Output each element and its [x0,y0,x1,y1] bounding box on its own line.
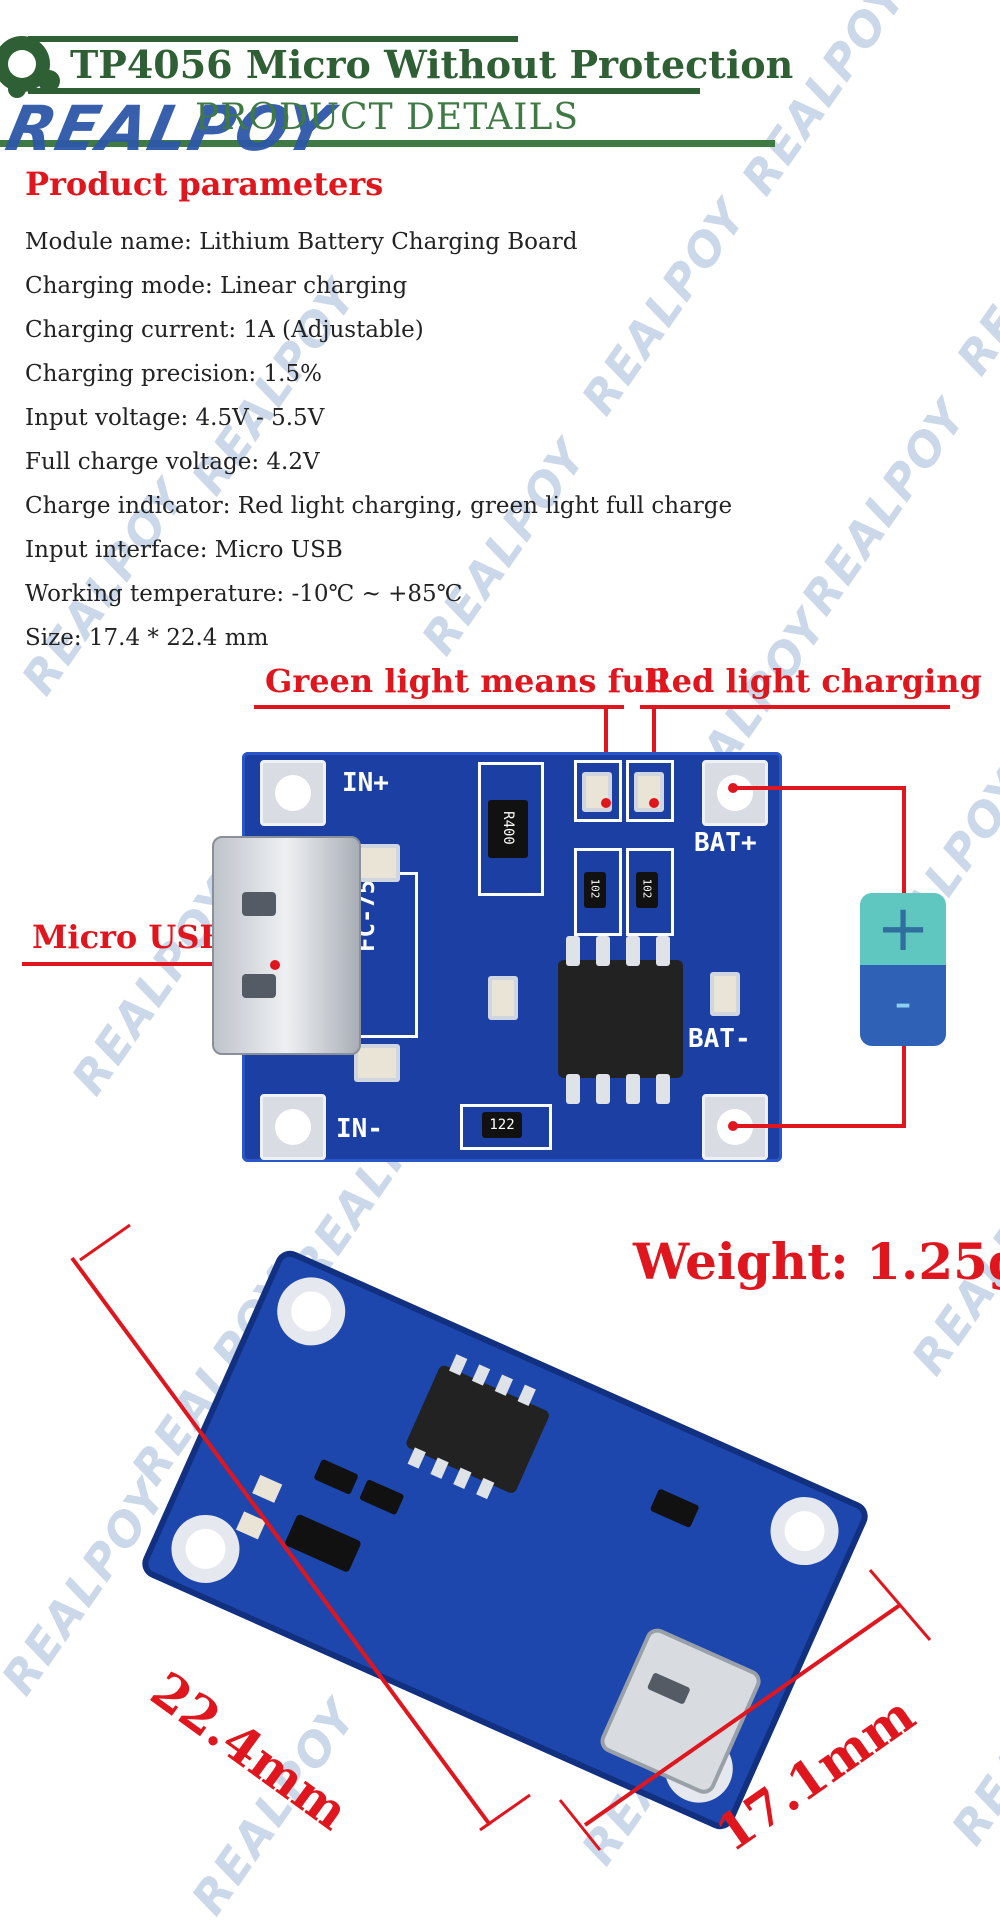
parameter-item: Charging current: 1A (Adjustable) [25,317,424,343]
capacitor [488,976,518,1020]
led-red-outline [626,760,674,822]
callout-green-light: Green light means full [265,662,669,700]
resistor-102-outline [574,848,622,936]
parameter-item: Charge indicator: Red light charging, gr… [25,493,733,519]
bat-minus-wire [902,1044,906,1128]
micro-usb-connector-angled [600,1628,761,1794]
header-rule-bottom [0,140,775,147]
micro-usb-connector [212,836,361,1055]
resistor-footprint-outline [478,762,544,896]
parameter-item: Charging mode: Linear charging [25,273,408,299]
watermark: REALPOY [790,389,978,625]
led-marker-dot [649,798,659,808]
bat-plus-wire [902,786,906,896]
label-bat-plus: BAT+ [694,828,757,858]
parameter-item: Full charge voltage: 4.2V [25,449,320,475]
parameter-item: Module name: Lithium Battery Charging Bo… [25,229,578,255]
chip-pin [566,936,580,966]
capacitor [710,972,740,1016]
parameter-list: Module name: Lithium Battery Charging Bo… [25,220,732,660]
label-bat-minus: BAT- [688,1024,751,1054]
usb-marker-dot [270,960,280,970]
callout-underline [254,705,624,709]
chip-pin [596,1074,610,1104]
resistor-102: 102 [636,872,658,908]
weight-label: Weight: 1.25g [633,1232,1000,1291]
callout-underline [22,962,275,966]
led-marker-dot [601,798,611,808]
label-in-plus: IN+ [342,768,389,798]
dimension-line-width [583,1603,902,1827]
resistor-angled [285,1514,361,1572]
pad-in-minus [260,1094,326,1160]
tp4056-chip [558,960,683,1078]
battery-icon: + - [860,893,946,1046]
section-title: Product parameters [25,165,384,203]
chip-pin [596,936,610,966]
smd-pad [354,1044,400,1082]
bat-plus-wire [733,786,906,790]
watermark: REALPOY [945,149,1000,385]
usb-slot [242,892,276,916]
chip-pin [626,936,640,966]
page-subtitle: PRODUCT DETAILS [195,97,580,138]
bat-minus-wire [733,1124,906,1128]
chip-pin [656,936,670,966]
dimension-line-length [70,1256,492,1827]
parameter-item: Input interface: Micro USB [25,537,343,563]
parameter-item: Input voltage: 4.5V - 5.5V [25,405,325,431]
chip-pin [656,1074,670,1104]
resistor-r400: R400 [488,800,528,858]
chip-pin [566,1074,580,1104]
battery-plus-icon: + [860,893,946,965]
callout-underline [640,705,950,709]
header-rule-middle [28,88,700,94]
logo-dot-icon [8,80,26,98]
led-green-outline [574,760,622,822]
resistor-122: 122 [482,1112,522,1138]
board-photo [70,1223,932,1851]
header-rule-top [28,36,518,42]
resistor-102: 102 [584,872,606,908]
resistor-102-outline [626,848,674,936]
label-in-minus: IN- [336,1114,383,1144]
battery-minus-icon: - [860,965,946,1046]
watermark: REALPOY [730,0,918,205]
parameter-item: Charging precision: 1.5% [25,361,322,387]
page-title: TP4056 Micro Without Protection [70,42,794,87]
callout-red-light: Red light charging [645,662,982,700]
parameter-item: Size: 17.4 * 22.4 mm [25,625,269,651]
resistor-122-outline [460,1104,552,1150]
logo-dot-icon [38,70,60,92]
pad-bat-plus [702,760,768,826]
chip-pin [626,1074,640,1104]
pad-in-plus [260,760,326,826]
callout-micro-usb: Micro USB [32,918,227,956]
usb-slot [242,974,276,998]
parameter-item: Working temperature: -10℃ ~ +85℃ [25,581,463,607]
